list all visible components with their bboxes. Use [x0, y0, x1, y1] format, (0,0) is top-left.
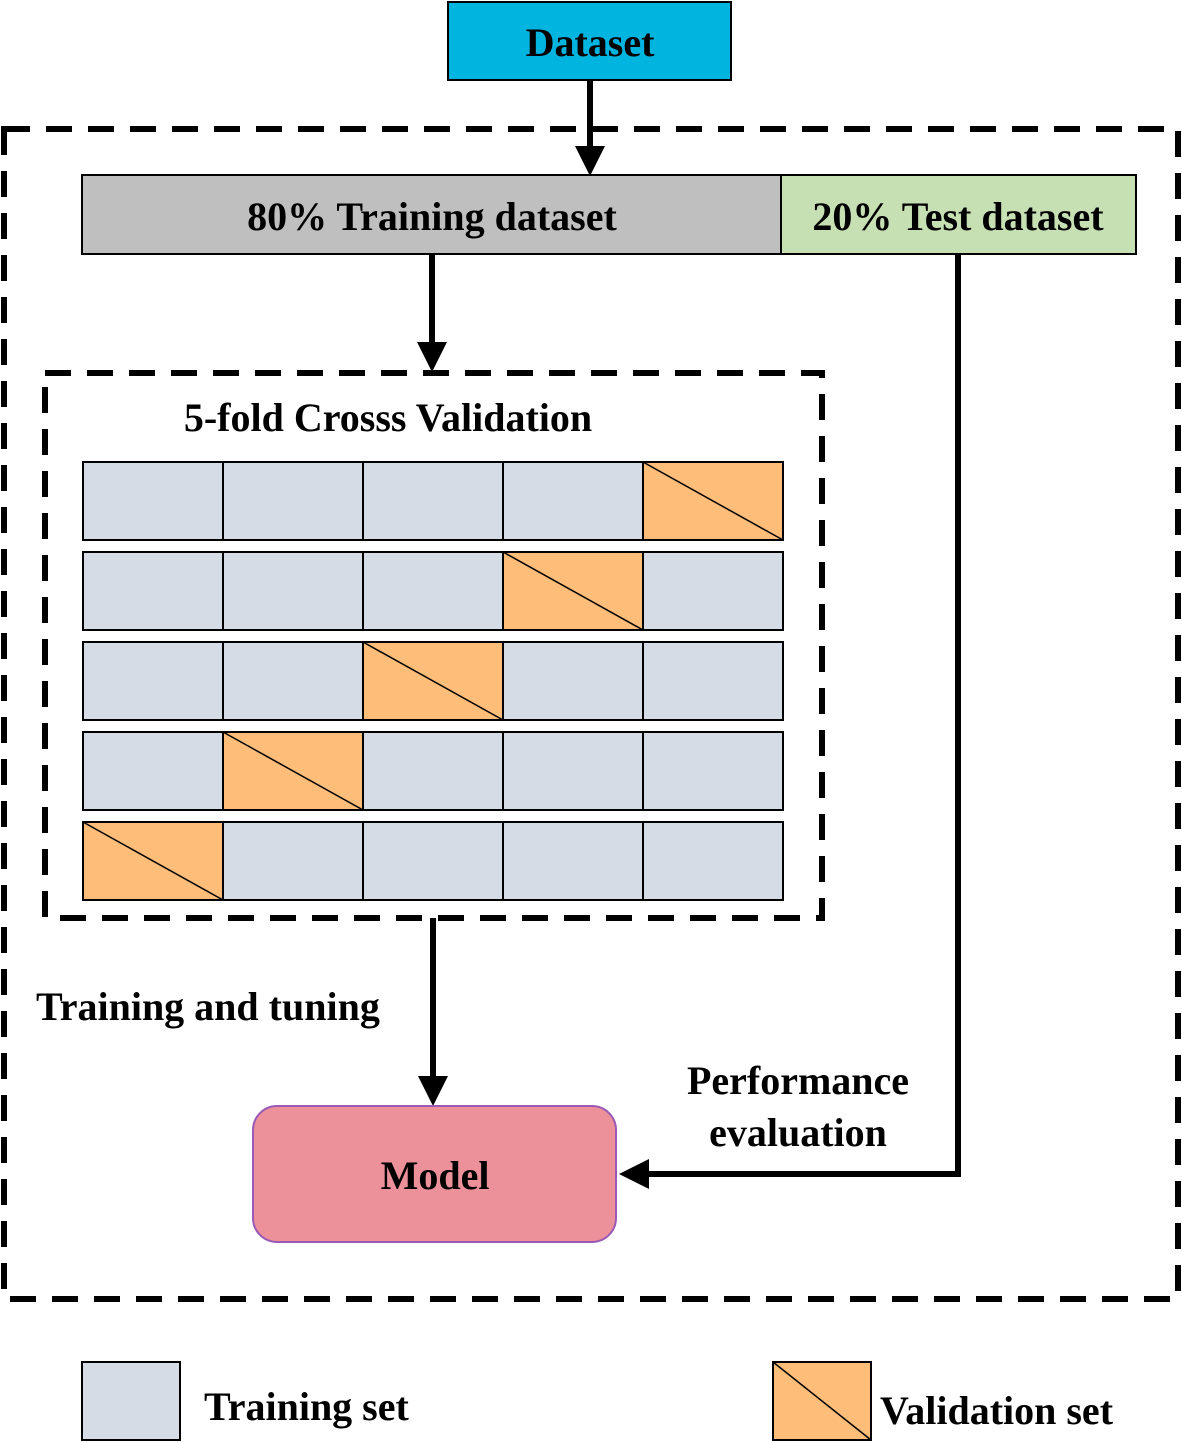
cv-training-cell [502, 641, 644, 721]
cv-training-cell [222, 821, 364, 901]
training-tuning-label: Training and tuning [36, 984, 380, 1029]
training-dataset-box [81, 174, 782, 255]
legend-validation-label: Validation set [880, 1388, 1114, 1433]
cv-training-cell [82, 461, 224, 541]
cv-training-cell [502, 731, 644, 811]
cv-validation-diagonal [82, 821, 224, 901]
cv-grid [82, 461, 784, 901]
cv-training-cell [362, 821, 504, 901]
training-dataset-label: 80% Training dataset [247, 194, 617, 239]
cv-training-cell [502, 461, 644, 541]
cv-training-cell [642, 641, 784, 721]
cv-training-cell [642, 731, 784, 811]
cv-validation-diagonal [502, 551, 644, 631]
cv-training-cell [82, 731, 224, 811]
legend-training-label: Training set [204, 1384, 410, 1429]
cv-training-cell [642, 551, 784, 631]
cv-training-cell [222, 461, 364, 541]
model-label: Model [381, 1153, 490, 1198]
cv-validation-diagonal [642, 461, 784, 541]
cv-training-cell [222, 551, 364, 631]
performance-label-line1: Performance [687, 1058, 909, 1103]
cv-training-cell [362, 551, 504, 631]
cv-dashed-frame [42, 370, 825, 921]
cv-training-cell [82, 641, 224, 721]
performance-label-line2: evaluation [709, 1110, 887, 1155]
dataset-label: Dataset [526, 20, 656, 65]
legend-validation-diagonal [772, 1361, 872, 1441]
cv-training-cell [362, 461, 504, 541]
cv-training-cell [222, 641, 364, 721]
cv-validation-diagonal [362, 641, 504, 721]
legend-training-swatch [81, 1361, 181, 1441]
cv-training-cell [362, 731, 504, 811]
dataset-box [447, 1, 732, 81]
cv-validation-diagonal [222, 731, 364, 811]
cv-training-cell [82, 551, 224, 631]
cv-training-cell [502, 821, 644, 901]
cv-title: 5-fold Crosss Validation [184, 395, 592, 440]
cv-training-cell [642, 821, 784, 901]
arrow-test-to-model [619, 254, 961, 1189]
test-dataset-label: 20% Test dataset [812, 194, 1104, 239]
model-box [252, 1105, 617, 1243]
